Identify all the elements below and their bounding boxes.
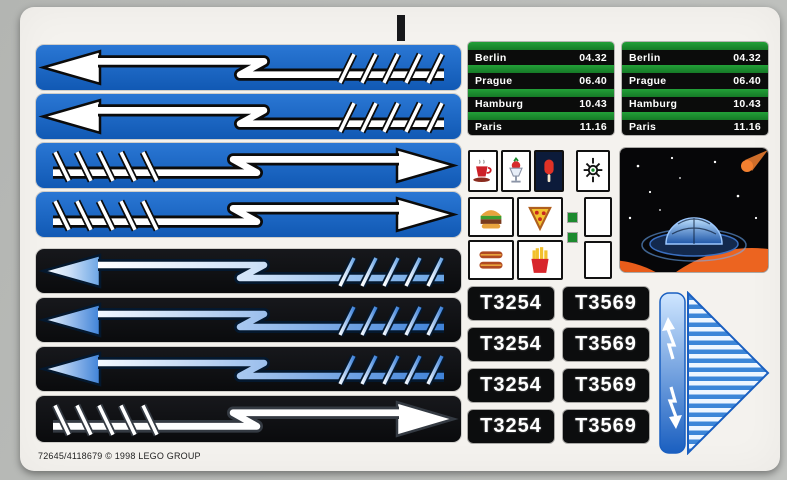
board-row: Berlin 04.32 [622, 50, 768, 66]
board-row: Hamburg 10.43 [622, 96, 768, 112]
plate-number: T3254 [480, 333, 542, 355]
board-green-stripe [622, 88, 768, 97]
lightning-up-icon [662, 317, 677, 360]
plate-number: T3569 [575, 374, 637, 396]
city-name: Hamburg [475, 98, 524, 111]
stripe-sticker-right-arrow [36, 143, 461, 188]
plate-number: T3254 [480, 374, 542, 396]
board-row: Paris 11.16 [622, 119, 768, 135]
stripe-sticker-left-arrow [36, 298, 461, 342]
plate-number: T3254 [480, 292, 542, 314]
meal-grid-sticker [468, 197, 563, 280]
train-number-plate: T3254 [468, 328, 554, 361]
departure-time: 04.32 [579, 51, 607, 64]
board-row: Prague 06.40 [622, 73, 768, 89]
departure-time: 04.32 [733, 51, 761, 64]
train-number-plate: T3569 [563, 328, 649, 361]
plate-number: T3569 [575, 333, 637, 355]
sheet-footer-text: 72645/4118679 © 1998 LEGO GROUP [38, 451, 201, 461]
city-name: Paris [629, 121, 657, 134]
city-name: Prague [629, 74, 667, 87]
board-row: Berlin 04.32 [468, 50, 614, 66]
departure-time: 11.16 [733, 121, 761, 134]
train-number-plate: T3569 [563, 287, 649, 320]
space-ufo-scene-sticker [620, 148, 768, 272]
board-green-stripe [468, 88, 614, 97]
plate-number: T3569 [575, 415, 637, 437]
lightning-down-icon [667, 386, 682, 429]
stripe-sticker-column [36, 45, 461, 445]
coffee-icon [468, 150, 498, 192]
board-green-stripe [622, 111, 768, 120]
blue-arrowhead-sticker [658, 290, 770, 456]
fries-icon [517, 240, 563, 280]
train-number-plate: T3254 [468, 410, 554, 443]
hot-dogs-icon [468, 240, 514, 280]
city-name: Berlin [629, 51, 661, 64]
burger-icon [468, 197, 514, 237]
plate-number: T3569 [575, 292, 637, 314]
green-square-sticker [568, 233, 577, 242]
board-green-stripe [468, 111, 614, 120]
green-square-sticker [568, 213, 577, 222]
registration-mark [397, 15, 405, 41]
popsicle-icon [534, 150, 564, 192]
snack-strip-sticker [468, 150, 564, 192]
train-number-plate: T3254 [468, 287, 554, 320]
departure-time: 11.16 [579, 121, 607, 134]
stripe-sticker-left-arrow [36, 94, 461, 139]
stripe-sticker-left-arrow [36, 45, 461, 90]
board-green-stripe [468, 42, 614, 50]
train-number-plate: T3569 [563, 410, 649, 443]
city-name: Prague [475, 74, 513, 87]
stripe-sticker-right-arrow [36, 192, 461, 237]
board-row: Paris 11.16 [468, 119, 614, 135]
departure-time: 06.40 [579, 74, 607, 87]
city-name: Paris [475, 121, 503, 134]
city-name: Berlin [475, 51, 507, 64]
board-green-stripe [468, 65, 614, 74]
pizza-icon [517, 197, 563, 237]
board-green-stripe [622, 42, 768, 50]
stripe-sticker-left-arrow [36, 249, 461, 293]
departure-time: 10.43 [579, 98, 607, 111]
city-name: Hamburg [629, 98, 678, 111]
train-number-plate: T3569 [563, 369, 649, 402]
sundae-icon [501, 150, 531, 192]
plate-number: T3254 [480, 415, 542, 437]
board-row: Prague 06.40 [468, 73, 614, 89]
sun-eye-sticker [576, 150, 610, 192]
stripe-sticker-right-arrow [36, 396, 461, 442]
blank-white-sticker [584, 197, 612, 237]
board-green-stripe [622, 65, 768, 74]
board-row: Hamburg 10.43 [468, 96, 614, 112]
train-number-plate: T3254 [468, 369, 554, 402]
blank-white-sticker [584, 241, 612, 279]
departure-time: 10.43 [733, 98, 761, 111]
departure-time: 06.40 [733, 74, 761, 87]
stripe-sticker-left-arrow [36, 347, 461, 391]
